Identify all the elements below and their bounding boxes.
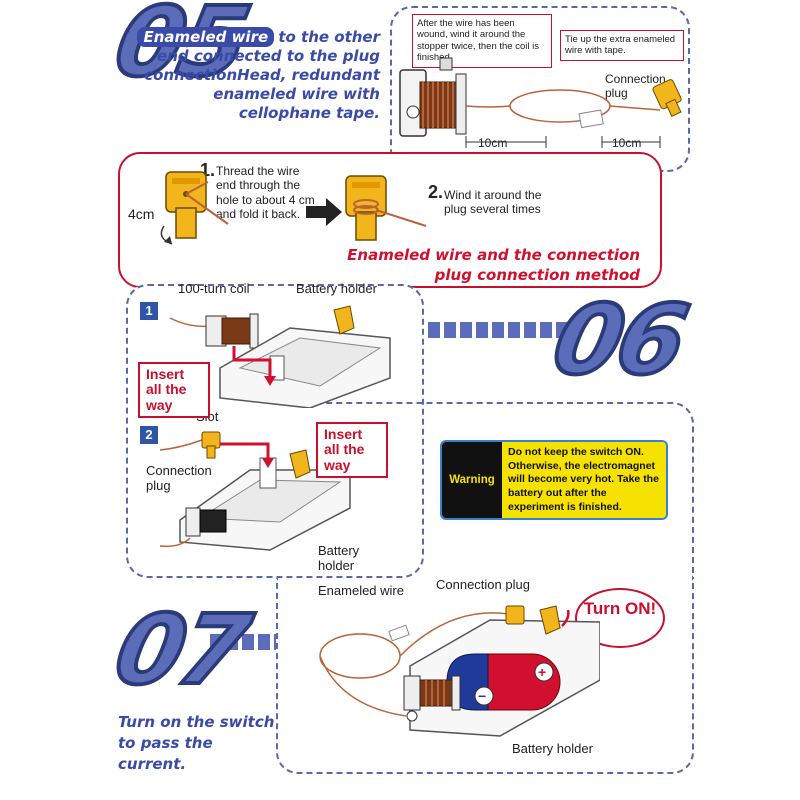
battery-holder-illustration-2 bbox=[159, 431, 351, 551]
step-06-number: 06 bbox=[542, 282, 695, 398]
step-06-stripe bbox=[428, 322, 568, 338]
label-enameled-wire-07: Enameled wire bbox=[318, 583, 404, 598]
step-07-instruction: Turn on the switch to pass the current. bbox=[118, 713, 275, 773]
battery-plus-sign: + bbox=[538, 664, 547, 680]
battery-minus-sign: − bbox=[478, 688, 487, 704]
title-highlight: Enameled wire bbox=[137, 27, 275, 47]
label-battery-holder-bottom: Battery holder bbox=[318, 543, 360, 573]
insert-all-the-way-2: Insert all the way bbox=[316, 422, 388, 479]
badge-1: 1 bbox=[140, 302, 158, 320]
complete-circuit-illustration bbox=[319, 605, 600, 737]
label-100-turn-coil: 100-turn coil bbox=[178, 281, 250, 296]
step-07-stripe bbox=[210, 634, 276, 650]
note-tie-tape: Tie up the extra enameled wire with tape… bbox=[560, 30, 684, 61]
turn-on-panel bbox=[276, 578, 694, 774]
warning-tag: Warning bbox=[442, 442, 502, 518]
coil-illustration-05 bbox=[399, 57, 682, 148]
label-connection-plug-07: Connection plug bbox=[436, 577, 530, 592]
step-1-text: Thread the wire end through the hole to … bbox=[216, 164, 315, 222]
step-2-number: 2. bbox=[428, 182, 444, 202]
battery-holder-illustration-1 bbox=[169, 305, 391, 408]
connection-method-panel bbox=[118, 152, 662, 288]
step-07-number: 07 bbox=[104, 592, 257, 708]
title-rest: to the other end connected to the plug c… bbox=[144, 28, 380, 122]
warning-text: Do not keep the switch ON. Otherwise, th… bbox=[502, 442, 666, 518]
step-2-text: Wind it around the plug several times bbox=[444, 188, 542, 217]
badge-2: 2 bbox=[140, 426, 158, 444]
connection-method-title: Enameled wire and the connection plug co… bbox=[347, 246, 640, 284]
warning-box: Warning Do not keep the switch ON. Other… bbox=[440, 440, 668, 520]
warning-panel-frame bbox=[276, 402, 694, 578]
label-battery-holder-07: Battery holder bbox=[512, 741, 593, 756]
dim-10cm-left: 10cm bbox=[478, 136, 508, 150]
step-05-title: Enameled wire to the other end connected… bbox=[120, 27, 380, 123]
note-wind-stopper: After the wire has been wound, wind it a… bbox=[412, 14, 552, 68]
dim-10cm-right: 10cm bbox=[612, 136, 642, 150]
label-connection-plug-05: Connection plug bbox=[605, 72, 666, 101]
label-battery-holder-top: Battery holder bbox=[296, 281, 377, 296]
dim-4cm: 4cm bbox=[128, 206, 155, 222]
insert-all-the-way-1: Insert all the way bbox=[138, 362, 210, 419]
label-connection-plug-06: Connection plug bbox=[146, 463, 212, 493]
connection-method-illustration bbox=[160, 171, 427, 245]
